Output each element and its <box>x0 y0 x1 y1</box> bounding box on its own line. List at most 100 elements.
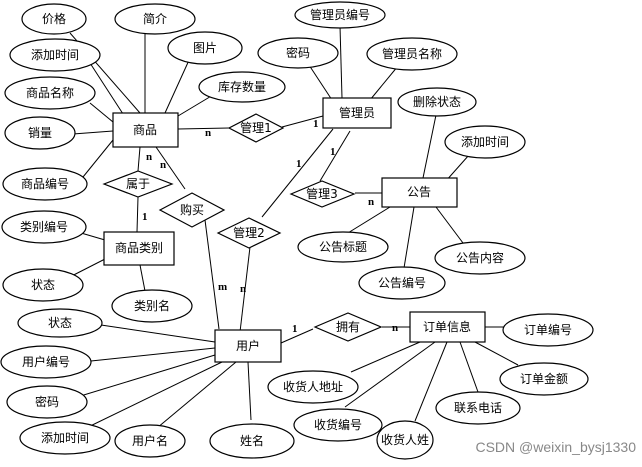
svg-text:库存数量: 库存数量 <box>218 79 266 94</box>
svg-text:收货人地址: 收货人地址 <box>283 379 343 394</box>
svg-text:订单编号: 订单编号 <box>524 322 572 337</box>
svg-text:添加时间: 添加时间 <box>461 135 509 149</box>
attribute-delete-status: 删除状态 <box>397 87 477 117</box>
card-product-buy: n <box>160 159 166 171</box>
svg-text:商品名称: 商品名称 <box>26 85 74 100</box>
attribute-add-time-product: 添加时间 <box>9 38 101 72</box>
entity-notice: 公告 <box>381 177 458 208</box>
attribute-price: 价格 <box>21 3 87 35</box>
attribute-order-no: 订单编号 <box>502 313 594 347</box>
entity-order: 订单信息 <box>409 311 486 343</box>
svg-text:添加时间: 添加时间 <box>41 431 89 445</box>
attribute-category-status: 状态 <box>2 268 84 302</box>
attribute-category-no: 类别编号 <box>1 210 87 244</box>
svg-text:简介: 简介 <box>143 12 167 26</box>
card-manage1-admin: 1 <box>313 118 319 130</box>
attribute-intro: 简介 <box>114 3 196 35</box>
svg-text:商品类别: 商品类别 <box>115 240 163 255</box>
card-belong-category: 1 <box>142 211 148 223</box>
svg-text:图片: 图片 <box>193 41 217 55</box>
relationship-manage1: 管理1 <box>227 113 285 143</box>
cardinality-labels: n 1 n 1 n m 1 n 1 n 1 n <box>142 118 398 335</box>
card-manage3-notice: n <box>368 196 374 208</box>
svg-text:价格: 价格 <box>42 11 66 26</box>
svg-text:销量: 销量 <box>28 126 52 140</box>
svg-text:公告编号: 公告编号 <box>378 275 426 290</box>
attribute-order-amount: 订单金额 <box>499 362 589 396</box>
card-admin-manage2: 1 <box>296 158 302 170</box>
svg-text:购买: 购买 <box>180 202 204 217</box>
svg-text:订单金额: 订单金额 <box>520 371 568 386</box>
attribute-username: 用户名 <box>114 424 186 458</box>
relationship-manage3: 管理3 <box>289 180 356 208</box>
attribute-admin-no: 管理员编号 <box>294 1 386 29</box>
attribute-receiver-name: 收货人姓 <box>376 420 434 460</box>
card-own-order: n <box>392 322 398 334</box>
svg-text:状态: 状态 <box>31 278 55 292</box>
svg-text:姓名: 姓名 <box>240 433 264 448</box>
attribute-notice-content: 公告内容 <box>434 241 526 275</box>
attribute-user-status: 状态 <box>17 308 103 338</box>
card-product-belong: n <box>146 151 152 163</box>
svg-text:管理员: 管理员 <box>339 105 375 120</box>
attribute-user-no: 用户编号 <box>0 345 92 379</box>
svg-text:密码: 密码 <box>35 394 59 409</box>
svg-text:商品: 商品 <box>133 122 157 137</box>
attribute-admin-name: 管理员名称 <box>366 37 458 71</box>
attribute-add-time-user: 添加时间 <box>19 421 111 455</box>
svg-text:公告标题: 公告标题 <box>319 240 367 254</box>
svg-text:添加时间: 添加时间 <box>31 48 79 62</box>
svg-text:属于: 属于 <box>126 177 150 191</box>
svg-text:联系电话: 联系电话 <box>454 401 502 415</box>
attribute-phone: 联系电话 <box>435 391 521 425</box>
relationship-own: 拥有 <box>313 312 383 342</box>
card-user-own: 1 <box>292 323 298 335</box>
watermark: CSDN @weixin_bysj1330 <box>475 439 636 455</box>
card-buy-user: m <box>218 281 227 293</box>
relationship-manage2: 管理2 <box>216 217 282 249</box>
attribute-address: 收货人地址 <box>267 370 359 404</box>
attribute-category-name: 类别名 <box>111 289 193 323</box>
svg-text:用户: 用户 <box>236 338 260 353</box>
svg-text:管理员编号: 管理员编号 <box>310 7 370 22</box>
entity-product: 商品 <box>112 112 179 148</box>
relationship-belong: 属于 <box>102 170 174 198</box>
card-admin-manage3: 1 <box>330 146 336 158</box>
attribute-notice-title: 公告标题 <box>297 231 389 263</box>
connector-lines <box>55 25 519 434</box>
attribute-user-password: 密码 <box>6 385 88 419</box>
entity-user: 用户 <box>214 329 282 363</box>
svg-text:状态: 状态 <box>48 316 72 330</box>
entity-admin: 管理员 <box>322 97 392 129</box>
svg-text:管理员名称: 管理员名称 <box>382 46 442 61</box>
svg-text:商品编号: 商品编号 <box>21 176 69 191</box>
attribute-sales: 销量 <box>4 116 76 150</box>
attribute-product-name: 商品名称 <box>4 76 96 110</box>
card-manage2-user: n <box>240 283 246 295</box>
svg-text:删除状态: 删除状态 <box>413 94 461 109</box>
svg-text:用户编号: 用户编号 <box>22 354 70 369</box>
svg-text:类别编号: 类别编号 <box>20 219 68 234</box>
svg-text:公告: 公告 <box>407 185 431 199</box>
svg-text:收货人姓: 收货人姓 <box>381 432 429 447</box>
svg-text:管理2: 管理2 <box>233 225 265 240</box>
svg-text:收货编号: 收货编号 <box>314 417 362 432</box>
attribute-receipt-no: 收货编号 <box>293 408 383 442</box>
svg-text:拥有: 拥有 <box>336 320 360 334</box>
attribute-notice-no: 公告编号 <box>358 266 446 300</box>
svg-text:密码: 密码 <box>286 45 310 60</box>
entity-category: 商品类别 <box>103 231 175 266</box>
svg-text:用户名: 用户名 <box>132 433 168 448</box>
card-product-manage1: n <box>205 127 211 139</box>
attribute-product-no: 商品编号 <box>2 167 88 201</box>
svg-text:管理3: 管理3 <box>306 186 338 201</box>
svg-text:类别名: 类别名 <box>134 298 170 313</box>
svg-text:订单信息: 订单信息 <box>423 319 471 334</box>
attribute-image: 图片 <box>167 31 243 65</box>
attribute-admin-password: 密码 <box>257 37 339 69</box>
relationship-buy: 购买 <box>158 192 226 228</box>
attribute-real-name: 姓名 <box>209 423 295 459</box>
attribute-stock: 库存数量 <box>198 71 286 103</box>
svg-text:公告内容: 公告内容 <box>456 250 504 265</box>
